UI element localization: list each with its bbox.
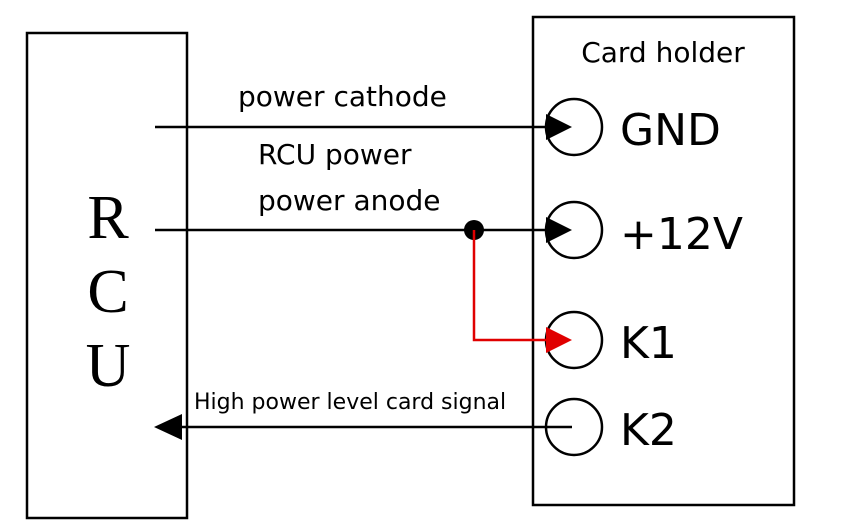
k2-terminal-label: K2 (620, 405, 677, 456)
rcu-signal-arrowhead (154, 414, 182, 440)
anode-label-line1: RCU power (258, 138, 412, 171)
gnd-terminal-label: GND (620, 105, 721, 156)
rcu-letter-r: R (87, 184, 129, 252)
gnd-arrowhead (546, 114, 572, 140)
anode-label-line2: power anode (258, 184, 440, 217)
rcu-letter-u: U (86, 332, 131, 400)
k1-terminal-label: K1 (620, 318, 677, 369)
k1-arrowhead (546, 327, 572, 353)
12v-arrowhead (546, 217, 572, 243)
12v-terminal-label: +12V (620, 209, 743, 260)
rcu-box (25, 31, 189, 520)
rcu-letter-c: C (87, 258, 128, 326)
k1-jumper-wire (472, 230, 548, 342)
cathode-wire-label: power cathode (238, 80, 447, 113)
card-holder-title: Card holder (581, 36, 745, 69)
signal-wire-label: High power level card signal (194, 390, 506, 415)
